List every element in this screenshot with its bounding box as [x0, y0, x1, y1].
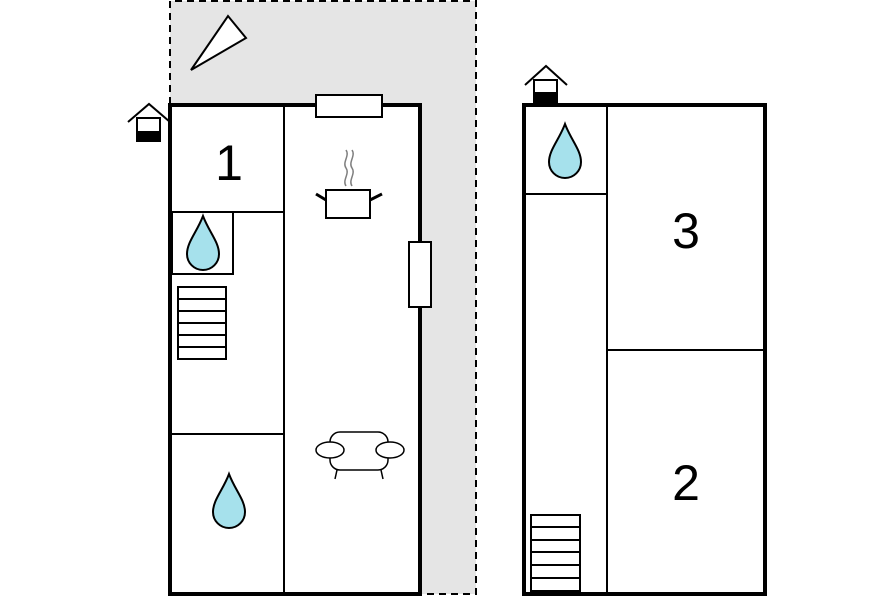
water-drop-icon — [211, 471, 247, 529]
room-number-label: 1 — [215, 135, 243, 191]
staircase-icon — [530, 514, 581, 592]
floor-plan-upper: 3 2 — [522, 64, 767, 596]
floor-plan-ground: 1 — [127, 94, 432, 596]
terrace-area — [169, 0, 477, 595]
room-number-label: 3 — [672, 203, 700, 259]
window — [315, 94, 383, 118]
cooking-pot-icon — [315, 149, 383, 219]
water-drop-icon — [185, 213, 221, 271]
water-drop-icon — [547, 121, 583, 179]
north-arrow-icon — [190, 14, 248, 71]
staircase-icon — [177, 286, 227, 360]
room-number-label: 2 — [672, 455, 700, 511]
house-entrance-icon — [127, 102, 171, 142]
window — [408, 241, 432, 308]
sofa-icon — [315, 431, 405, 480]
house-entrance-icon — [524, 64, 568, 103]
